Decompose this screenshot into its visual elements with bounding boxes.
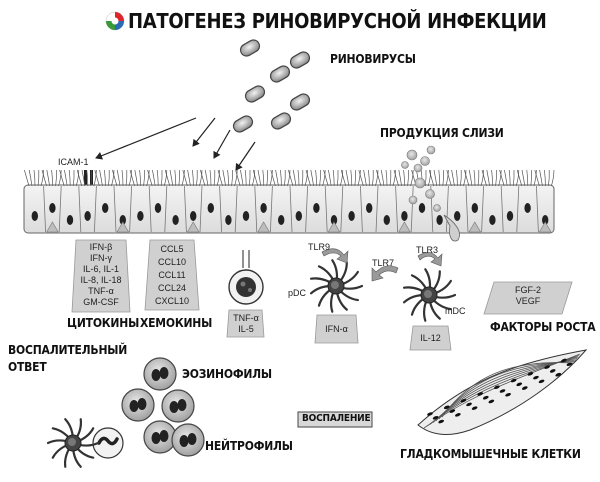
chemokine-item: CCL24 [157,283,186,293]
growth-factor-item: FGF-2 [515,285,541,295]
inflammatory-response-label-line2: ОТВЕТ [8,360,47,374]
tlr-arrows [321,248,443,282]
mast-cell-products: TNF-α IL-5 [227,313,265,335]
cytokine-item: IFN-β [89,242,113,252]
chemokine-item: CCL11 [158,270,186,280]
neutrophil-star [46,418,100,468]
pdc-label: pDC [288,288,307,298]
icam-label: ICAM-1 [58,157,89,167]
pdc-cell [309,259,364,313]
pdc-product: IFN-α [325,324,348,334]
mdc-product: IL-12 [420,333,441,343]
chemokine-item: CCL10 [157,257,186,267]
growth-factor-box [483,281,573,315]
growth-factor-item: VEGF [515,296,541,306]
cytokine-item: IL-8, IL-18 [80,275,122,285]
page-title: ПАТОГЕНЕЗ РИНОВИРУСНОЙ ИНФЕКЦИИ [128,9,547,33]
mast-cell-product: TNF-α [233,313,259,323]
rhinovirus-particles [232,39,311,133]
goblet-cell [443,214,460,242]
inflammation-label: ВОСПАЛЕНИЕ [302,413,371,424]
chemokine-item: CXCL10 [154,296,190,306]
granulocytes [92,357,205,459]
rhinovirus-label: РИНОВИРУСЫ [330,52,416,66]
mdc-label: mDC [445,306,466,316]
mucus-droplets [401,145,441,212]
logo-icon [105,11,125,31]
cytokine-item: TNF-α [88,286,114,296]
mucus-label: ПРОДУКЦИЯ СЛИЗИ [380,126,504,140]
cytokine-item: IFN-γ [90,253,112,263]
epithelium [23,169,555,234]
neutrophils-label: НЕЙТРОФИЛЫ [205,439,293,453]
smooth-muscle-bundle [417,349,588,435]
cytokine-item: GM-CSF [83,297,119,307]
mast-cell [226,250,265,338]
inflammation-badge [297,411,373,428]
mast-cell-product: IL-5 [238,324,254,334]
inflammatory-response-label-line1: ВОСПАЛИТЕЛЬНЫЙ [8,343,128,357]
infection-arrows [95,117,256,171]
pdc-product-box [314,314,359,344]
cytokine-list: IFN-β IFN-γ IL-6, IL-1 IL-8, IL-18 TNF-α… [72,242,130,308]
growth-factors-label: ФАКТОРЫ РОСТА [490,320,596,334]
tlr3-label: TLR3 [416,245,439,255]
tlr7-label: TLR7 [372,258,395,268]
chemokine-item: CCL5 [160,244,184,254]
chemokine-list: CCL5 CCL10 CCL11 CCL24 CXCL10 [145,243,199,308]
eosinophils-label: ЭОЗИНОФИЛЫ [182,367,272,381]
smooth-muscle-label: ГЛАДКОМЫШЕЧНЫЕ КЛЕТКИ [400,447,581,461]
cytokine-box [71,239,131,313]
chemokines-label: ХЕМОКИНЫ [140,316,213,330]
cytokines-label: ЦИТОКИНЫ [67,316,140,330]
growth-factor-list: FGF-2 VEGF [486,285,570,307]
mdc-product-box [409,325,452,351]
cytokine-item: IL-6, IL-1 [82,264,120,274]
chemokine-box [144,239,200,311]
tlr9-label: TLR9 [308,242,331,252]
mdc-cell [402,268,457,322]
